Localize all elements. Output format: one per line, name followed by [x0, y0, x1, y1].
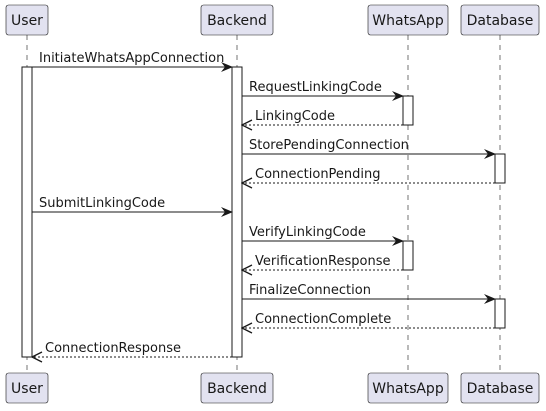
participant-label: Database [467, 381, 534, 397]
message-1: InitiateWhatsAppConnection [32, 51, 233, 72]
participant-label: Backend [207, 13, 267, 29]
activation-bar-whatsapp [402, 95, 414, 126]
participant-top-backend: Backend [200, 4, 274, 36]
participant-box [367, 372, 449, 404]
message-6: SubmitLinkingCode [32, 196, 233, 217]
message-label: ConnectionComplete [255, 312, 391, 327]
message-label: LinkingCode [255, 109, 335, 124]
message-10: ConnectionComplete [242, 312, 495, 328]
message-3: LinkingCode [242, 109, 403, 125]
activation-bar-backend [231, 66, 243, 358]
message-label: VerifyLinkingCode [249, 225, 366, 240]
participant-label: Backend [207, 381, 267, 397]
message-2: RequestLinkingCode [242, 80, 404, 101]
participant-bottom-user: User [5, 372, 49, 404]
message-4: StorePendingConnection [242, 138, 496, 159]
participant-bottom-whatsapp: WhatsApp [367, 372, 449, 404]
message-label: SubmitLinkingCode [39, 196, 165, 211]
message-9: FinalizeConnection [242, 283, 496, 304]
participant-box [5, 372, 49, 404]
message-label: ConnectionPending [255, 167, 381, 182]
activation-bar-database [494, 153, 506, 184]
message-label: ConnectionResponse [45, 341, 181, 356]
activation-bar-database [494, 298, 506, 329]
participant-top-whatsapp: WhatsApp [367, 4, 449, 36]
participant-label: User [11, 13, 43, 29]
participant-label: WhatsApp [372, 381, 444, 397]
participant-label: WhatsApp [372, 13, 444, 29]
activation-bar-user [21, 66, 33, 358]
message-label: VerificationResponse [255, 254, 390, 269]
participant-label: Database [467, 13, 534, 29]
message-label: StorePendingConnection [249, 138, 409, 153]
participant-bottom-backend: Backend [200, 372, 274, 404]
participant-box [367, 4, 449, 36]
participant-box [200, 4, 274, 36]
message-8: VerificationResponse [242, 254, 403, 270]
participant-box [200, 372, 274, 404]
participant-label: User [11, 381, 43, 397]
message-5: ConnectionPending [242, 167, 495, 183]
message-label: InitiateWhatsAppConnection [39, 51, 224, 66]
participant-box [460, 372, 540, 404]
participant-top-database: Database [460, 4, 540, 36]
participant-box [5, 4, 49, 36]
message-11: ConnectionResponse [32, 341, 232, 357]
activation-bar-whatsapp [402, 240, 414, 271]
message-label: RequestLinkingCode [249, 80, 382, 95]
participant-top-user: User [5, 4, 49, 36]
participant-box [460, 4, 540, 36]
message-7: VerifyLinkingCode [242, 225, 404, 246]
participant-bottom-database: Database [460, 372, 540, 404]
message-label: FinalizeConnection [249, 283, 371, 298]
